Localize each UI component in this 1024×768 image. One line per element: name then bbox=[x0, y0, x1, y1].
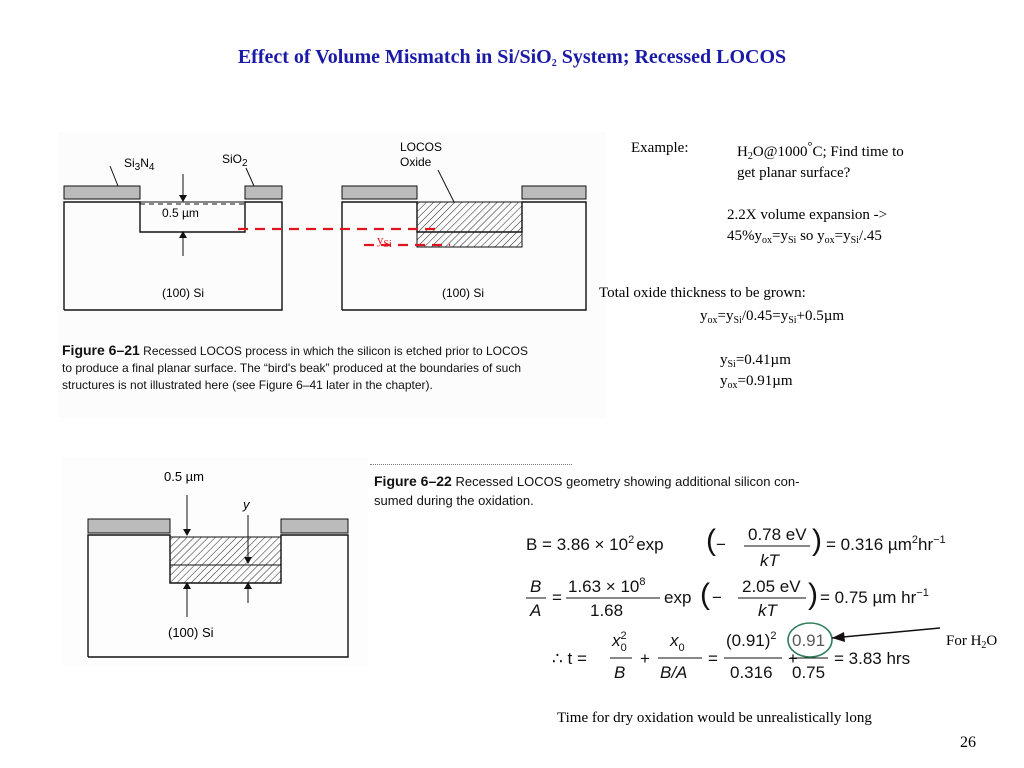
svg-text:= 0.75 µm hr−1: = 0.75 µm hr−1 bbox=[820, 587, 929, 607]
highlighted-value: 0.91 bbox=[792, 631, 825, 650]
figure-6-22-svg bbox=[87, 495, 349, 658]
svg-text:(: ( bbox=[706, 524, 716, 557]
volume-expansion-text: 2.2X volume expansion -> 45%yox=ySi so y… bbox=[727, 207, 888, 246]
fig2-depth-label: 0.5 µm bbox=[164, 469, 205, 484]
svg-text:0.75: 0.75 bbox=[792, 663, 825, 682]
si3n4-label: Si3N4 bbox=[124, 156, 155, 173]
svg-text:= 3.83 hrs: = 3.83 hrs bbox=[834, 649, 910, 668]
svg-text:kT: kT bbox=[758, 601, 779, 620]
dry-oxidation-note: Time for dry oxidation would be unrealis… bbox=[557, 710, 872, 726]
svg-text:−: − bbox=[712, 588, 722, 607]
total-oxide-text: Total oxide thickness to be grown: bbox=[599, 285, 806, 301]
total-oxide-formula: yox=ySi/0.45=ySi+0.5µm bbox=[700, 308, 845, 326]
svg-text:B: B bbox=[614, 663, 625, 682]
svg-text:=: = bbox=[552, 588, 562, 607]
example-question: H2O@1000°C; Find time to get planar surf… bbox=[737, 139, 904, 181]
fig2-y-label: y bbox=[243, 497, 250, 512]
ysi-label: ySi bbox=[377, 232, 392, 250]
example-label: Example: bbox=[631, 140, 689, 156]
svg-text:1.63 × 108: 1.63 × 108 bbox=[568, 576, 646, 596]
figure-6-22-caption: Figure 6–22 Recessed LOCOS geometry show… bbox=[374, 473, 800, 508]
svg-text:exp: exp bbox=[664, 588, 691, 607]
si-right-label: (100) Si bbox=[442, 286, 485, 300]
svg-text:x20: x20 bbox=[611, 630, 627, 654]
ba-denominator: A bbox=[529, 601, 541, 620]
svg-text:x0: x0 bbox=[669, 631, 685, 654]
b-denominator: kT bbox=[760, 551, 781, 570]
left-nitride-right bbox=[244, 185, 283, 200]
svg-text:= 0.316 µm2hr−1: = 0.316 µm2hr−1 bbox=[826, 534, 946, 554]
b-numerator: 0.78 eV bbox=[748, 525, 807, 544]
page-number: 26 bbox=[960, 734, 976, 751]
svg-text:): ) bbox=[808, 578, 818, 611]
slide-title: Effect of Volume Mismatch in Si/SiO2 Sys… bbox=[237, 46, 787, 69]
highlight-circle bbox=[787, 622, 833, 658]
si-left-label: (100) Si bbox=[162, 286, 205, 300]
results-text: ySi=0.41µm yox=0.91µm bbox=[720, 352, 793, 391]
svg-text:B/A: B/A bbox=[660, 663, 687, 682]
svg-text:(0.91)2: (0.91)2 bbox=[726, 630, 777, 650]
fig2-si-label: (100) Si bbox=[168, 625, 214, 640]
svg-text:+: + bbox=[640, 649, 650, 668]
figure-6-21-diagram bbox=[63, 165, 587, 311]
pointer-arrow bbox=[831, 627, 941, 639]
svg-text:=: = bbox=[708, 649, 718, 668]
figure-6-22-diagram: 0.5 µm y (100) Si bbox=[62, 457, 368, 667]
caption-rule bbox=[370, 464, 572, 465]
locos-oxide-hatch bbox=[416, 201, 523, 248]
t-equation-lhs: ∴ t = bbox=[552, 649, 587, 668]
svg-text:1.68: 1.68 bbox=[590, 601, 623, 620]
svg-text:2.05 eV: 2.05 eV bbox=[742, 577, 801, 596]
sio2-label: SiO2 bbox=[222, 152, 248, 169]
for-h2o-label: For H2O bbox=[946, 633, 998, 651]
figure-6-21-caption: Figure 6–21 Recessed LOCOS process in wh… bbox=[62, 342, 529, 392]
depth-label: 0.5 µm bbox=[162, 206, 199, 220]
svg-text:(: ( bbox=[700, 578, 710, 611]
left-nitride-left bbox=[63, 185, 141, 200]
svg-text:0.316: 0.316 bbox=[730, 663, 773, 682]
svg-text:−: − bbox=[716, 535, 726, 554]
ba-numerator: B bbox=[530, 577, 541, 596]
svg-text:): ) bbox=[812, 524, 822, 557]
